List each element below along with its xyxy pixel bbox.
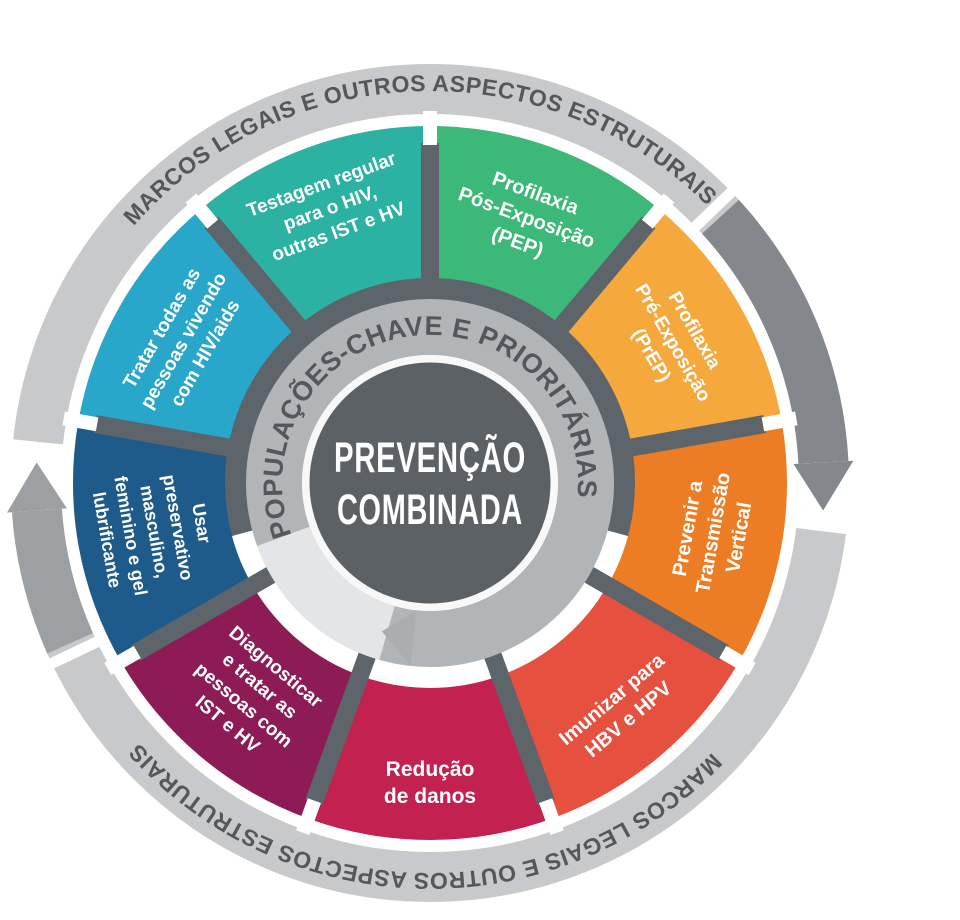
segment-divider [204,216,320,349]
outer-ring-gap-right [689,185,738,233]
segment-divider [484,651,555,806]
outer-ring-gap-left [46,635,103,670]
segment-divider-notch [761,411,798,432]
segment-divider-notch [185,193,219,229]
segment-divider [608,415,767,461]
segment-divider [93,415,252,461]
outer-ring-arrow-band-left [11,508,94,654]
dividers-group [62,111,798,835]
segment-label-line: de danos [384,785,476,808]
segment-divider-notch [104,645,141,676]
clockwise-arrowhead-left-icon [7,462,67,513]
clockwise-arrowhead-right-icon [793,460,854,511]
inner-ring-light-gap [257,526,396,660]
segment-divider [583,566,729,661]
segment-divider-notch [539,798,564,835]
segment-divider [305,651,376,806]
segment-diagnosticar-tratar [120,585,360,819]
center-circle [302,355,558,611]
segment-label-reducao-de-danos: Redução de danos [384,758,476,808]
segment-divider-notch [296,798,321,835]
outer-ring-arrow-band-right [701,199,849,464]
center-title-line1: PREVENÇÃO [334,434,526,482]
segment-reducao-de-danos [307,675,553,841]
segment-divider-notch [719,645,756,676]
segment-label-line: Redução [386,758,475,781]
inner-ring-arrowhead-icon [381,610,417,666]
segment-divider-notch [641,193,675,229]
segment-divider [540,216,656,349]
segment-divider-notch [62,411,99,432]
segment-imunizar-hbv-hpv [500,585,740,819]
center-title-line2: COMBINADA [337,486,523,534]
segment-divider [131,566,277,661]
inner-ring [246,299,614,667]
